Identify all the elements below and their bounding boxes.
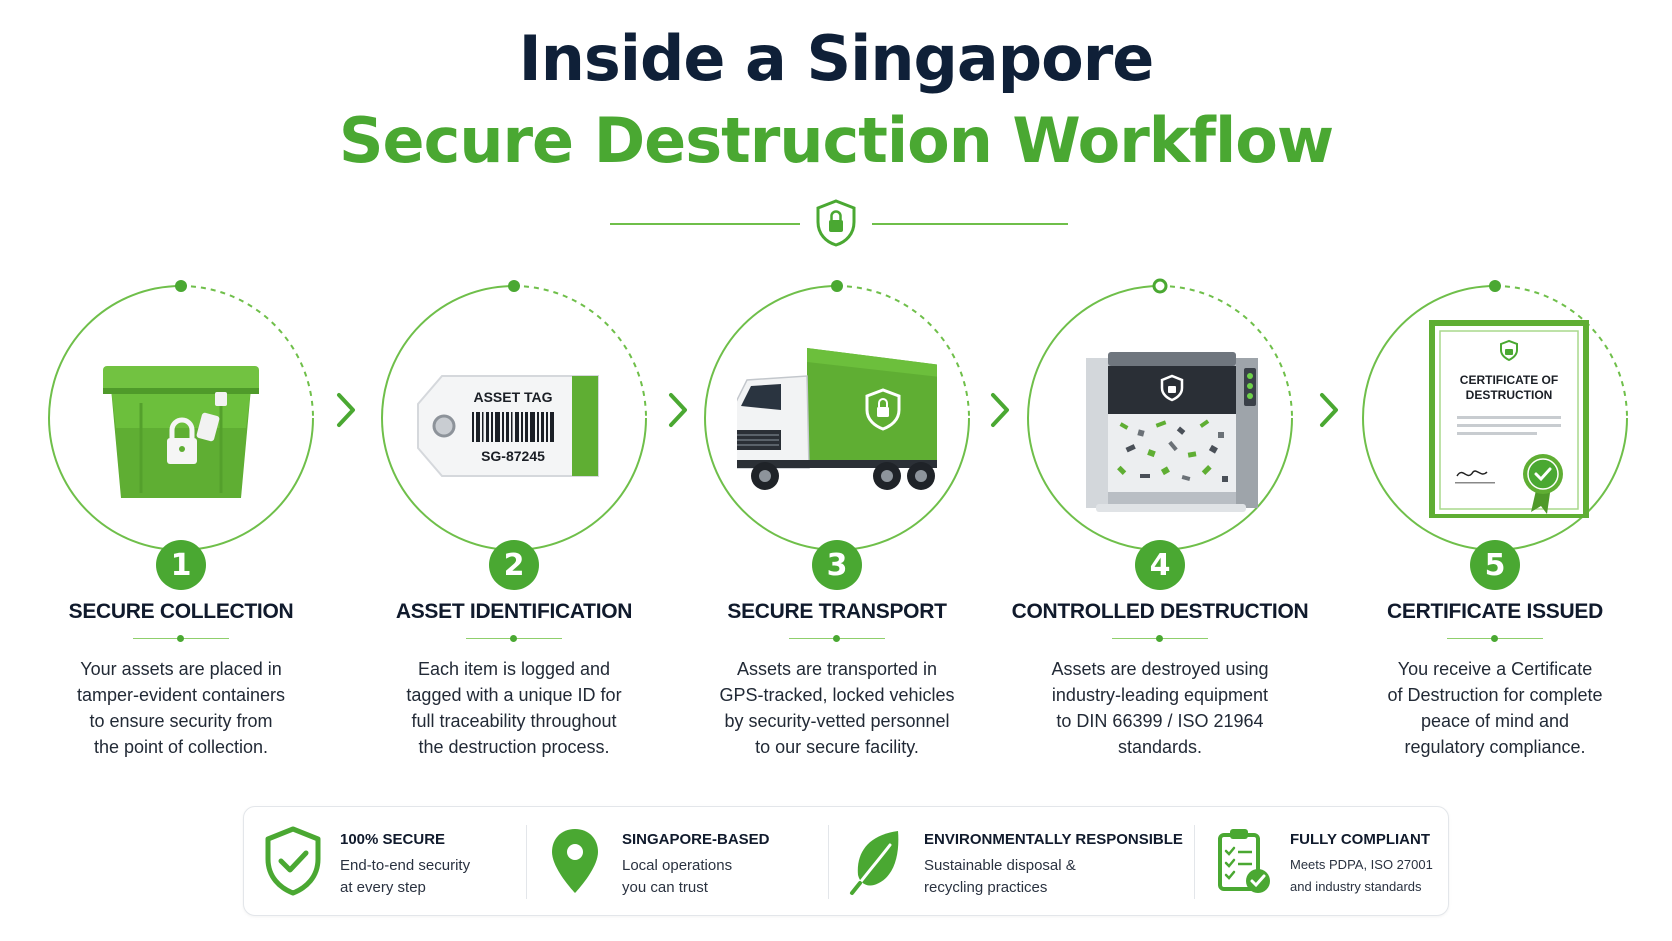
shredder-icon	[1086, 352, 1258, 512]
feature-title: 100% SECURE	[340, 831, 446, 848]
clipboard-check-icon	[1218, 829, 1270, 893]
feature-text: Sustainable disposal &	[924, 857, 1076, 874]
step-description: Assets are destroyed using industry-lead…	[1051, 659, 1269, 757]
certificate-title-line1: CERTIFICATE OF	[1460, 373, 1558, 387]
step-description: Each item is logged and tagged with a un…	[406, 659, 622, 757]
asset-tag-icon: ASSET TAG SG-87245	[417, 375, 599, 477]
step-separator-dot	[833, 635, 840, 642]
step-title: CONTROLLED DESTRUCTION	[1011, 600, 1309, 623]
feature-singapore-based: SINGAPORE-BASED Local operations you can…	[526, 807, 828, 917]
step-number: 3	[812, 540, 862, 590]
asset-tag-id: SG-87245	[481, 448, 545, 464]
container-lock-icon	[103, 366, 259, 498]
certificate-title-line2: DESTRUCTION	[1466, 388, 1553, 402]
location-pin-icon	[552, 829, 598, 893]
feature-text: and industry standards	[1290, 879, 1422, 894]
asset-tag-label: ASSET TAG	[473, 389, 552, 405]
feature-secure: 100% SECURE End-to-end security at every…	[244, 807, 526, 917]
feature-divider	[1194, 825, 1195, 899]
step-description: You receive a Certificate of Destruction…	[1387, 659, 1603, 757]
step-separator-dot	[1491, 635, 1498, 642]
step-number: 1	[156, 540, 206, 590]
feature-text: Meets PDPA, ISO 27001	[1290, 857, 1433, 872]
feature-fully-compliant: FULLY COMPLIANT Meets PDPA, ISO 27001 an…	[1194, 807, 1450, 917]
step-separator-dot	[177, 635, 184, 642]
step-separator-dot	[1156, 635, 1163, 642]
feature-title: FULLY COMPLIANT	[1290, 831, 1431, 848]
feature-environmentally-responsible: ENVIRONMENTALLY RESPONSIBLE Sustainable …	[828, 807, 1194, 917]
step-title: CERTIFICATE ISSUED	[1387, 600, 1603, 623]
shield-lock-icon	[816, 199, 856, 247]
step-separator-dot	[510, 635, 517, 642]
feature-divider	[526, 825, 527, 899]
feature-text: you can trust	[622, 879, 708, 896]
leaf-icon	[850, 831, 899, 895]
feature-title: ENVIRONMENTALLY RESPONSIBLE	[924, 831, 1183, 848]
step-number: 2	[489, 540, 539, 590]
page-title-line1: Inside a Singapore	[518, 22, 1155, 95]
title-divider-right	[872, 223, 1068, 225]
feature-text: at every step	[340, 879, 426, 896]
step-description: Assets are transported in GPS-tracked, l…	[719, 659, 955, 757]
page-title-line2: Secure Destruction Workflow	[338, 104, 1334, 177]
step-description: Your assets are placed in tamper-evident…	[76, 659, 286, 757]
feature-text: End-to-end security	[340, 857, 471, 874]
step-title: ASSET IDENTIFICATION	[395, 600, 633, 623]
step-number: 4	[1135, 540, 1185, 590]
chevron-right-icon	[337, 393, 355, 427]
chevron-right-icon	[669, 393, 687, 427]
feature-text: recycling practices	[924, 879, 1048, 896]
chevron-right-icon	[1320, 393, 1338, 427]
truck-icon	[737, 348, 937, 490]
step-number: 5	[1470, 540, 1520, 590]
step-title: SECURE TRANSPORT	[727, 600, 947, 623]
feature-divider	[828, 825, 829, 899]
step-ring	[381, 280, 648, 551]
feature-text: Local operations	[622, 857, 733, 874]
features-strip: 100% SECURE End-to-end security at every…	[243, 806, 1449, 916]
certificate-icon: CERTIFICATE OF DESTRUCTION	[1429, 320, 1589, 518]
step-title: SECURE COLLECTION	[68, 600, 294, 623]
title-divider-left	[610, 223, 800, 225]
shield-check-icon	[265, 826, 321, 896]
chevron-right-icon	[991, 393, 1009, 427]
feature-title: SINGAPORE-BASED	[622, 831, 770, 848]
